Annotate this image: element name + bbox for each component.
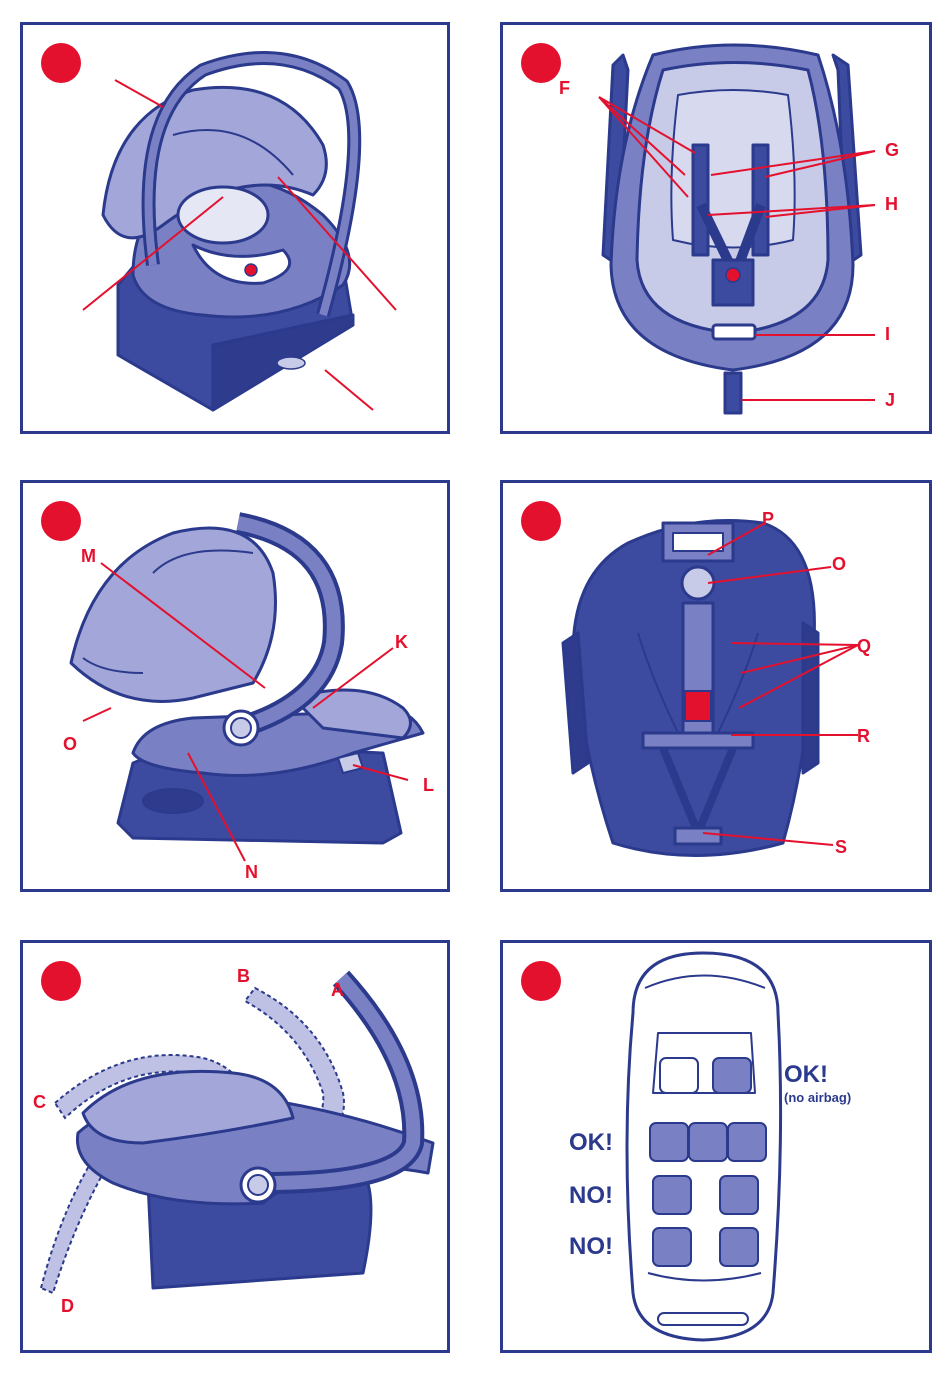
panel-6-vehicle-seating-positions: OK! (no airbag) OK! NO! NO! xyxy=(500,940,932,1353)
label-a: A xyxy=(331,981,344,999)
label-d: D xyxy=(61,1297,74,1315)
label-j: J xyxy=(885,391,895,409)
label-l: L xyxy=(423,776,434,794)
label-b: B xyxy=(237,967,250,985)
front-seat-ok-label: OK! xyxy=(784,1063,828,1087)
label-g: G xyxy=(885,141,899,159)
label-s: S xyxy=(835,838,847,856)
panel-4-illustration xyxy=(503,483,929,889)
label-o: O xyxy=(832,555,846,573)
panel-6-car-top-view xyxy=(503,943,929,1350)
label-k: K xyxy=(395,633,408,651)
panel-3-illustration xyxy=(23,483,447,889)
panel-5-illustration xyxy=(23,943,447,1350)
row-4-no-label: NO! xyxy=(569,1235,613,1259)
label-h: H xyxy=(885,195,898,213)
panel-5-handle-positions: A B C D xyxy=(20,940,450,1353)
panel-1-illustration xyxy=(23,25,447,431)
label-r: R xyxy=(857,727,870,745)
label-o: O xyxy=(63,735,77,753)
panel-2-harness-front-view: F G H I J xyxy=(500,22,932,434)
row-3-no-label: NO! xyxy=(569,1184,613,1208)
label-f: F xyxy=(559,79,570,97)
panel-3-side-view: M K O L N xyxy=(20,480,450,892)
panel-1-car-seat-overview xyxy=(20,22,450,434)
front-seat-note: (no airbag) xyxy=(784,1091,851,1104)
label-n: N xyxy=(245,863,258,881)
panel-4-rear-view: P O Q R S xyxy=(500,480,932,892)
label-c: C xyxy=(33,1093,46,1111)
label-q: Q xyxy=(857,637,871,655)
label-i: I xyxy=(885,325,890,343)
label-m: M xyxy=(81,547,96,565)
row-2-ok-label: OK! xyxy=(569,1131,613,1155)
label-p: P xyxy=(762,510,774,528)
